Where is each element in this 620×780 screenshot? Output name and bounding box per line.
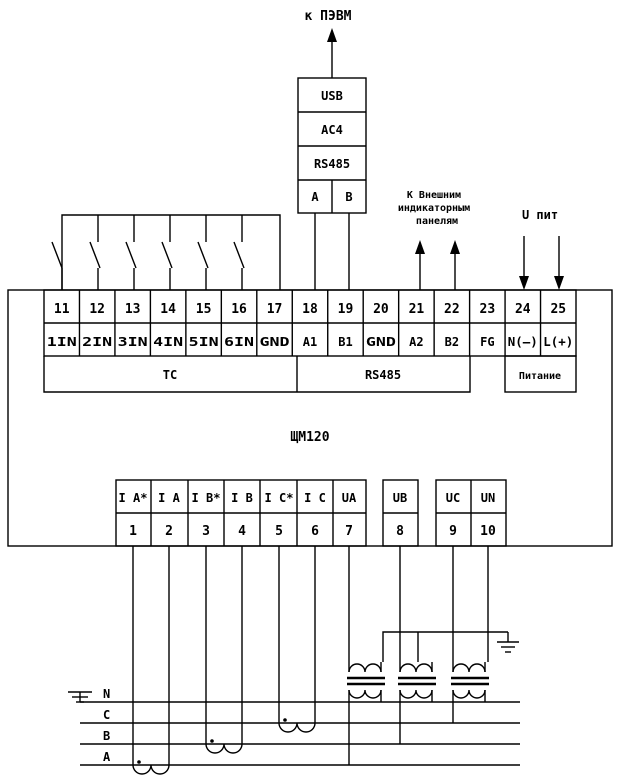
tc-group-label: ТС	[163, 368, 177, 382]
interface-rs485-label: RS485	[314, 157, 350, 171]
voltage-transformer-b	[398, 662, 436, 744]
terminal-24-number: 24	[515, 302, 531, 317]
interface-a-label: A	[311, 190, 319, 204]
terminal-13-name: 3IN	[118, 335, 148, 349]
terminal-2-number: 2	[165, 524, 173, 539]
terminal-7-number: 7	[345, 524, 353, 539]
terminal-6-number: 6	[311, 524, 319, 539]
terminal-17-number: 17	[267, 302, 283, 317]
usb-label: USB	[321, 89, 343, 103]
terminal-12-name: 2IN	[82, 335, 112, 349]
terminal-6-name: I C	[304, 491, 326, 505]
terminal-15-name: 5IN	[189, 335, 219, 349]
terminal-8-name: UB	[393, 491, 407, 505]
power-group-label: Питание	[519, 371, 561, 382]
terminal-19-number: 19	[338, 302, 354, 317]
terminal-5-number: 5	[275, 524, 283, 539]
terminal-25-number: 25	[550, 302, 566, 317]
lower-wiring	[68, 546, 520, 775]
terminal-2-name: I A	[158, 491, 180, 505]
interface-b-label: B	[345, 190, 352, 204]
n-arrow	[519, 276, 529, 290]
terminal-4-name: I B	[231, 491, 253, 505]
terminal-1-number: 1	[129, 524, 137, 539]
interface-block: USB AC4 RS485 A B	[297, 77, 367, 214]
phase-a-label: A	[103, 750, 111, 764]
supply-label: U пит	[522, 208, 558, 222]
terminal-9-name: UC	[446, 491, 460, 505]
b2-arrow	[450, 240, 460, 254]
terminal-18-number: 18	[302, 302, 318, 317]
terminal-15-number: 15	[196, 302, 212, 317]
terminal-10-number: 10	[480, 524, 496, 539]
tc-switches	[51, 214, 281, 290]
terminal-24-name: N(–)	[508, 335, 538, 349]
terminal-16-number: 16	[231, 302, 247, 317]
phase-c-label: C	[103, 708, 110, 722]
terminal-23-number: 23	[480, 302, 496, 317]
a2-arrow	[415, 240, 425, 254]
terminal-8-number: 8	[396, 524, 404, 539]
terminal-23-name: FG	[480, 335, 494, 349]
terminal-21-name: A2	[409, 335, 423, 349]
terminal-20-name: GND	[366, 335, 396, 349]
terminal-18-name: A1	[303, 335, 317, 349]
terminal-14-name: 4IN	[153, 335, 183, 349]
ext-panels-label: К Внешним индикаторным панелям	[398, 190, 476, 227]
phase-n-label: N	[103, 687, 110, 701]
phase-b-label: B	[103, 729, 110, 743]
terminal-10-name: UN	[481, 491, 495, 505]
terminal-22-name: B2	[445, 335, 459, 349]
terminal-16-name: 6IN	[224, 335, 254, 349]
terminal-19-name: B1	[338, 335, 352, 349]
voltage-transformer-a	[347, 662, 385, 765]
ac4-label: AC4	[321, 123, 343, 137]
terminal-13-number: 13	[125, 302, 141, 317]
device-name: ЩМ120	[290, 430, 329, 445]
terminal-12-number: 12	[89, 302, 105, 317]
terminal-1-name: I A*	[119, 491, 148, 505]
terminal-7-name: UA	[342, 491, 357, 505]
terminal-17-name: GND	[260, 335, 290, 349]
l-arrow	[554, 276, 564, 290]
terminal-22-number: 22	[444, 302, 460, 317]
voltage-transformer-c	[451, 662, 489, 723]
terminal-25-name: L(+)	[543, 335, 573, 349]
terminal-14-number: 14	[160, 302, 176, 317]
terminal-5-name: I C*	[265, 491, 294, 505]
rs485-group-label: RS485	[365, 368, 401, 382]
terminal-20-number: 20	[373, 302, 389, 317]
terminal-9-number: 9	[449, 524, 457, 539]
terminal-11-number: 11	[54, 302, 70, 317]
pc-arrow	[327, 28, 337, 42]
pc-label: к ПЭВМ	[305, 9, 352, 24]
top-terminal-block	[43, 289, 577, 393]
terminal-11-name: 1IN	[47, 335, 77, 349]
terminal-4-number: 4	[238, 524, 246, 539]
device-body	[7, 289, 613, 547]
terminal-21-number: 21	[409, 302, 425, 317]
terminal-3-number: 3	[202, 524, 210, 539]
terminal-3-name: I B*	[192, 491, 221, 505]
